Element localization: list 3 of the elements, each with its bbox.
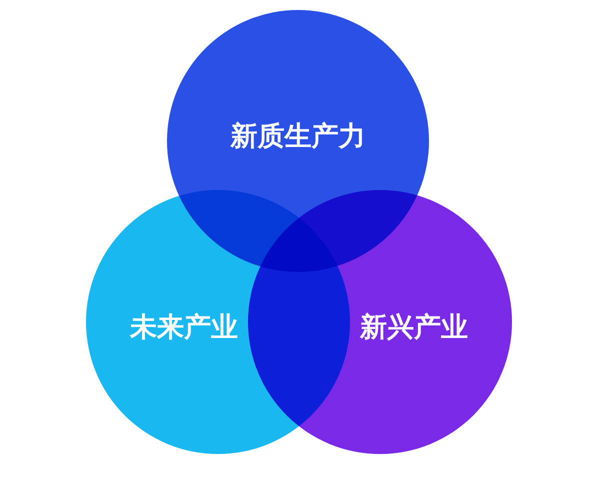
circle-label: 未来产业	[130, 313, 238, 343]
circle-label: 新质生产力	[230, 122, 366, 152]
circle-label: 新兴产业	[360, 313, 468, 343]
